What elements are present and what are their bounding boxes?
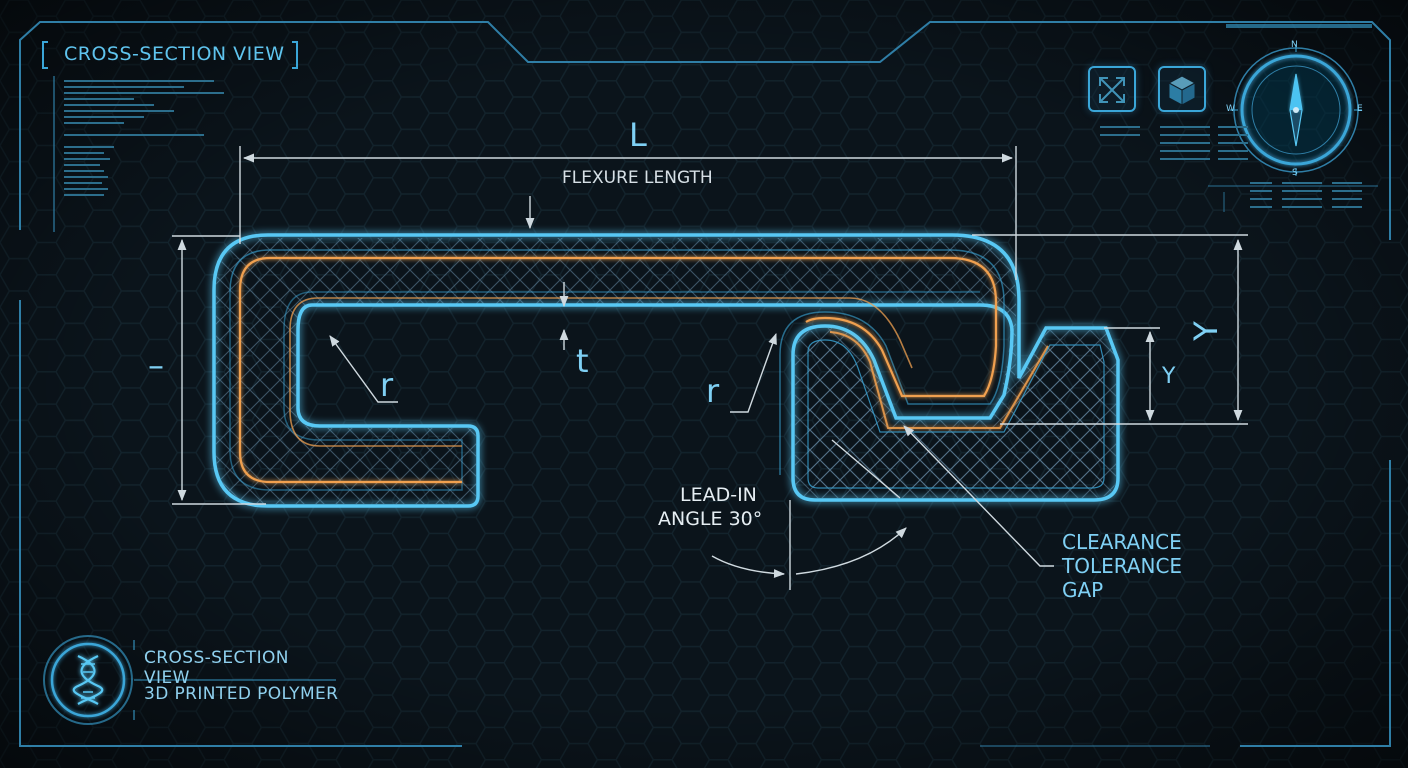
footer-material: 3D PRINTED POLYMER [144, 684, 339, 704]
lead-in-label-line2: ANGLE 30° [658, 508, 763, 530]
bottom-info-panel: CROSS-SECTION VIEW 3D PRINTED POLYMER [40, 634, 340, 734]
radius-right-label: r [706, 372, 720, 410]
bottom-panel-frame [43, 635, 336, 725]
decorative-data-block [1100, 126, 1362, 208]
dimension-left-label: – [148, 346, 164, 384]
decorative-text-column [53, 76, 224, 232]
hud-frame [19, 21, 1391, 747]
lead-in-label-line1: LEAD-IN [680, 484, 757, 506]
radius-left-label: r [380, 366, 394, 404]
compass-east-label: E [1357, 104, 1363, 114]
expand-arrows-icon[interactable] [1099, 77, 1125, 103]
compass [1230, 44, 1362, 176]
thickness-label: t [576, 342, 589, 380]
clearance-label-line3: GAP [1062, 578, 1104, 602]
expand-view-button[interactable] [1088, 66, 1136, 112]
3d-view-button[interactable] [1158, 66, 1206, 112]
dimension-Y-small-label: Y [1162, 364, 1176, 389]
dimension-Y-large-label: Y [1186, 321, 1225, 341]
3d-cube-icon[interactable] [1167, 75, 1197, 106]
compass-west-label: W [1226, 104, 1235, 114]
clearance-label-line1: CLEARANCE [1062, 530, 1182, 554]
dimension-L-label: L [629, 116, 647, 154]
clearance-label-line2: TOLERANCE [1062, 554, 1183, 578]
dimension-lines [172, 146, 1248, 590]
header-title-box: CROSS-SECTION VIEW [42, 40, 298, 70]
compass-north-label: N [1291, 40, 1298, 50]
flexure-length-label: FLEXURE LENGTH [562, 168, 713, 188]
dna-helix-icon [72, 654, 104, 705]
compass-south-label: S [1292, 168, 1298, 178]
footer-title: CROSS-SECTION VIEW [144, 648, 289, 688]
title-brackets [42, 41, 298, 69]
page-title: CROSS-SECTION VIEW [64, 43, 285, 65]
flexure-profile [212, 233, 1120, 508]
